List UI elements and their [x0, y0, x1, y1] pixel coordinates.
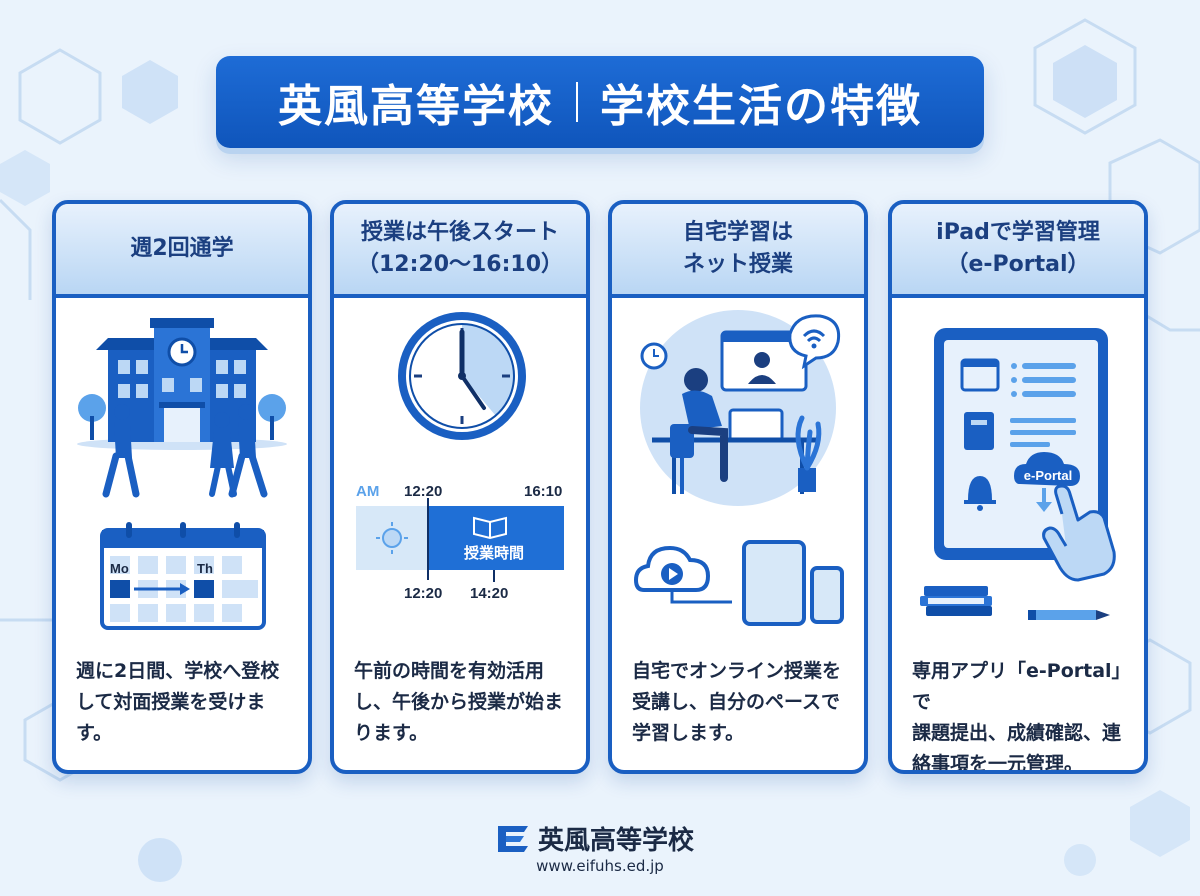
timeline-below-start: 12:20	[404, 585, 442, 602]
timeline-icon: AM 12:20 16:10 授業時間 12:20 14:20	[356, 483, 564, 602]
card-heading-line: （12:20〜16:10）	[356, 252, 564, 277]
smartphone-icon	[810, 566, 844, 624]
description-line: 午前の時間を有効活用	[354, 660, 545, 682]
description-line: 絡事項を一元管理。	[912, 753, 1084, 774]
students-icon	[102, 404, 268, 498]
feature-card-attendance: 週2回通学	[52, 200, 312, 774]
feature-card-schedule: 授業は午後スタート （12:20〜16:10） AM 12:20 16:10	[330, 200, 590, 774]
description-line: 専用アプリ「e-Portal」で	[912, 660, 1122, 713]
title-subject: 学校生活の特徴	[600, 81, 922, 132]
footer-logo: 英風高等学校	[496, 820, 694, 857]
timeline-block-label: 授業時間	[464, 544, 524, 562]
card-heading-line: 授業は午後スタート	[360, 220, 559, 245]
touch-hand-icon	[1042, 484, 1116, 582]
card-heading-line: iPadで学習管理	[936, 220, 1100, 245]
plant-icon	[795, 415, 822, 492]
attendance-illustration: Mo Th	[77, 318, 287, 630]
description-line: 週に2日間、学校へ登校	[76, 660, 280, 682]
wifi-icon	[788, 314, 841, 370]
books-icon	[920, 586, 992, 616]
calendar-day1: Mo	[110, 561, 129, 576]
calendar-day2: Th	[197, 561, 213, 576]
portal-label: e-Portal	[1024, 468, 1072, 483]
timeline-am: AM	[356, 483, 379, 500]
page-title-banner: 英風高等学校 学校生活の特徴	[216, 56, 984, 148]
card-description: 午前の時間を有効活用 し、午後から授業が始ま ります。	[354, 656, 572, 749]
pencil-icon	[1028, 610, 1110, 620]
cloud-video-icon	[633, 545, 732, 604]
card-description: 自宅でオンライン授業を 受講し、自分のペースで 学習します。	[632, 656, 850, 749]
school-logo-icon	[498, 825, 528, 852]
timeline-below-mid: 14:20	[470, 585, 508, 602]
sun-icon	[376, 522, 408, 554]
bell-icon	[964, 476, 996, 511]
feature-card-online: 自宅学習は ネット授業	[608, 200, 868, 774]
card-heading: 自宅学習は ネット授業	[612, 204, 864, 298]
footer-school-name: 英風高等学校	[538, 826, 695, 856]
description-line: し、午後から授業が始ま	[354, 691, 564, 713]
timeline-end: 16:10	[524, 483, 562, 500]
title-school: 英風高等学校	[278, 81, 554, 132]
calendar-icon: Mo Th	[100, 522, 266, 630]
card-heading: 授業は午後スタート （12:20〜16:10）	[334, 204, 586, 298]
timeline-start: 12:20	[404, 483, 442, 500]
title-separator	[576, 82, 578, 122]
feature-card-ipad: iPadで学習管理 （e-Portal）	[888, 200, 1148, 774]
description-line: 受講し、自分のペースで	[632, 691, 841, 713]
tablet-icon	[742, 540, 806, 626]
description-line: 自宅でオンライン授業を	[632, 660, 842, 682]
card-description: 専用アプリ「e-Portal」で 課題提出、成績確認、連 絡事項を一元管理。	[912, 656, 1130, 774]
schedule-illustration: AM 12:20 16:10 授業時間 12:20 14:20	[356, 312, 564, 602]
ipad-illustration: e-Portal	[920, 328, 1116, 620]
card-heading: 週2回通学	[56, 204, 308, 298]
card-description: 週に2日間、学校へ登校 して対面授業を受けま す。	[76, 656, 294, 749]
description-line: 学習します。	[632, 722, 745, 744]
book-icon	[473, 516, 507, 540]
online-learner-icon	[640, 330, 822, 494]
card-heading-line: 自宅学習は	[682, 220, 793, 245]
card-heading-line: ネット授業	[682, 252, 793, 277]
footer-url: www.eifuhs.ed.jp	[536, 857, 664, 875]
description-line: ります。	[354, 722, 429, 744]
online-illustration	[633, 310, 844, 626]
card-heading: iPadで学習管理 （e-Portal）	[892, 204, 1144, 298]
clock-icon	[398, 312, 526, 440]
description-line: す。	[76, 722, 113, 744]
card-heading-line: （e-Portal）	[946, 252, 1090, 277]
description-line: 課題提出、成績確認、連	[912, 722, 1122, 744]
calendar-icon	[960, 358, 1000, 392]
card-heading-line: 週2回通学	[130, 236, 234, 261]
description-line: して対面授業を受けま	[76, 691, 266, 713]
school-building-icon	[77, 318, 287, 450]
